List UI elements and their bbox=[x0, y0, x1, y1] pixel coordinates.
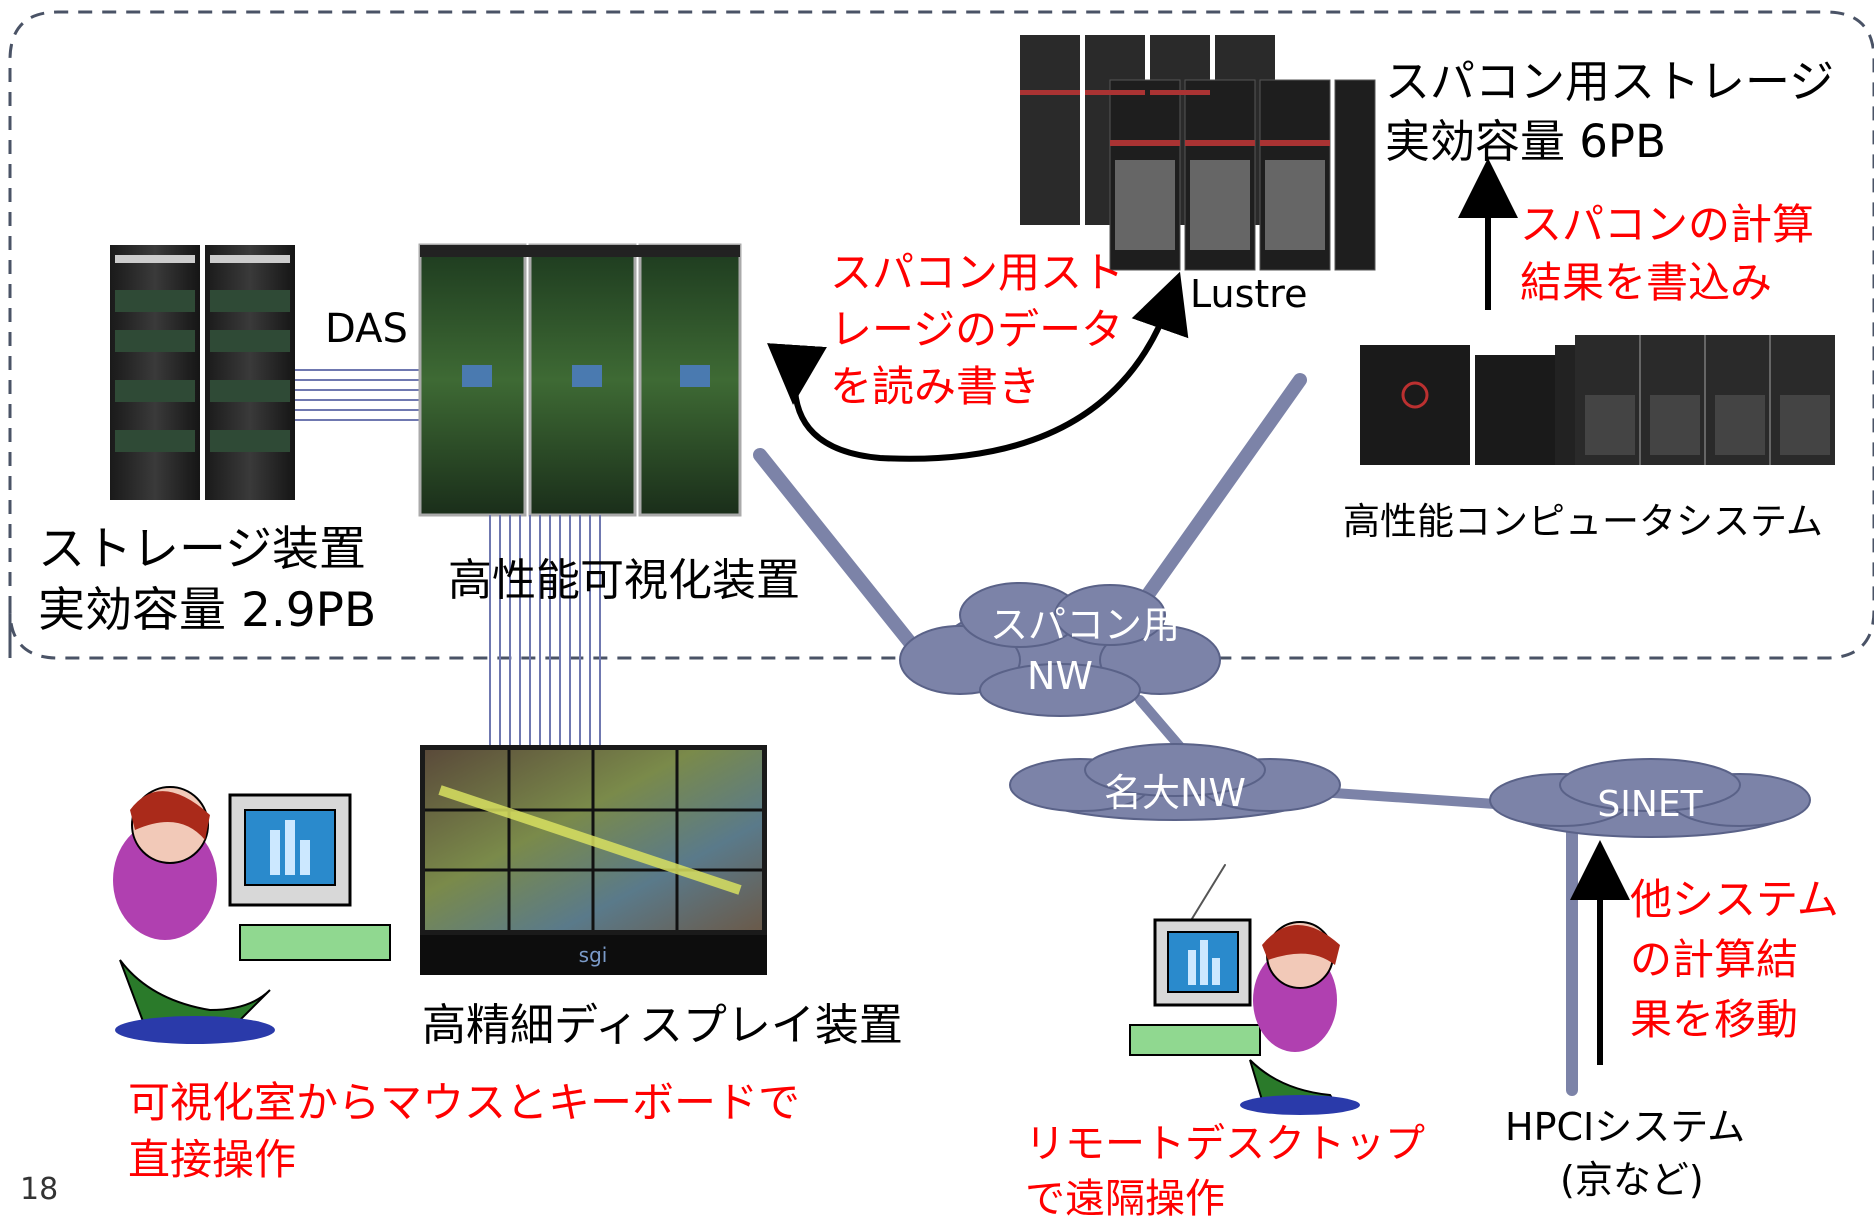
move-results-line2: の計算結 bbox=[1630, 935, 1799, 984]
sinet-label: SINET bbox=[1597, 784, 1703, 825]
lustre-label: Lustre bbox=[1190, 272, 1308, 316]
viz-device-label: 高性能可視化装置 bbox=[448, 555, 800, 606]
remote-op-line1: リモートデスクトップ bbox=[1025, 1121, 1425, 1167]
meidai-nw-label: 名大NW bbox=[1104, 771, 1246, 815]
display-brand: sgi bbox=[579, 943, 608, 967]
remote-op-line2: で遠隔操作 bbox=[1025, 1176, 1225, 1222]
remote-user-illustration bbox=[1129, 918, 1360, 1115]
display-cables bbox=[489, 515, 601, 745]
readwrite-note-line3: を読み書き bbox=[830, 362, 1041, 411]
super-storage-capacity: 実効容量 6PB bbox=[1385, 115, 1666, 168]
readwrite-note-line2: レージのデータ bbox=[830, 305, 1124, 354]
display-wall-image: sgi bbox=[420, 745, 767, 975]
write-results-line2: 結果を書込み bbox=[1520, 258, 1773, 307]
das-cables bbox=[295, 369, 420, 421]
move-results-line3: 果を移動 bbox=[1630, 995, 1799, 1044]
readwrite-note-line1: スパコン用スト bbox=[830, 248, 1125, 297]
storage-capacity: 実効容量 2.9PB bbox=[38, 583, 377, 638]
page-number: 18 bbox=[20, 1172, 59, 1207]
dashed-group-border bbox=[8, 10, 1874, 660]
local-user-illustration bbox=[113, 786, 391, 1044]
readwrite-arrow bbox=[767, 271, 1189, 462]
das-label: DAS bbox=[325, 306, 408, 352]
hpc-system-label: 高性能コンピュータシステム bbox=[1343, 500, 1823, 543]
storage-device-image bbox=[110, 245, 295, 500]
hpci-note-label: (京など) bbox=[1560, 1158, 1704, 1202]
move-results-line1: 他システム bbox=[1630, 875, 1839, 924]
cloud-super-nw bbox=[899, 582, 1221, 717]
cloud-sinet bbox=[1489, 758, 1811, 838]
hpci-system-label: HPCIシステム bbox=[1505, 1105, 1746, 1149]
direct-op-line2: 直接操作 bbox=[128, 1135, 297, 1184]
direct-op-line1: 可視化室からマウスとキーボードで bbox=[128, 1078, 801, 1127]
super-nw-line1: スパコン用 bbox=[990, 603, 1181, 647]
display-device-label: 高精細ディスプレイ装置 bbox=[422, 1000, 903, 1051]
viz-device-image bbox=[418, 243, 742, 517]
super-nw-line2: NW bbox=[1027, 654, 1093, 698]
super-storage-title: スパコン用ストレージ bbox=[1385, 55, 1835, 108]
write-results-line1: スパコンの計算 bbox=[1520, 200, 1815, 249]
hpc-system-image bbox=[1360, 335, 1835, 465]
cloud-meidai-nw bbox=[1009, 743, 1341, 821]
super-storage-image bbox=[1020, 35, 1376, 271]
storage-title: ストレージ装置 bbox=[38, 522, 367, 577]
